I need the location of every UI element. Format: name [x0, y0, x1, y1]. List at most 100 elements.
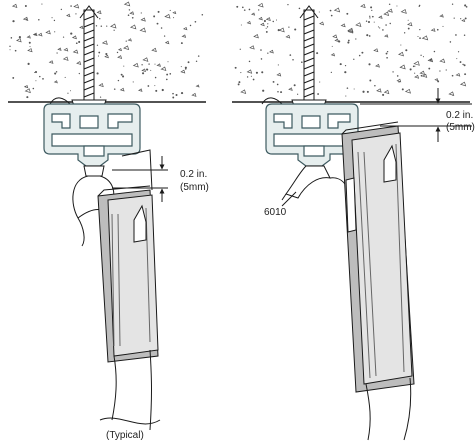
concrete-speck — [32, 87, 35, 90]
concrete-speck — [154, 85, 156, 87]
concrete-aggregate — [26, 35, 31, 39]
concrete-speck — [449, 41, 452, 43]
concrete-speck — [396, 75, 399, 77]
concrete-aggregate — [123, 1, 131, 7]
concrete-speck — [460, 18, 462, 20]
concrete-speck — [154, 76, 157, 79]
concrete-speck — [362, 90, 365, 93]
concrete-aggregate — [129, 11, 135, 15]
concrete-aggregate — [45, 30, 51, 35]
concrete-speck — [122, 75, 125, 78]
concrete-speck — [169, 73, 172, 75]
concrete-speck — [442, 25, 444, 27]
concrete-speck — [96, 72, 99, 75]
concrete-aggregate — [378, 15, 383, 19]
concrete-aggregate — [360, 3, 366, 9]
right-vane-panel — [341, 121, 415, 441]
concrete-speck — [294, 28, 297, 31]
concrete-speck — [277, 90, 279, 93]
concrete-speck — [116, 51, 119, 54]
concrete-speck — [292, 58, 294, 61]
concrete-speck — [9, 45, 11, 48]
concrete-speck — [272, 20, 274, 23]
concrete-speck — [246, 76, 249, 78]
concrete-aggregate — [347, 27, 354, 33]
concrete-speck — [289, 54, 292, 56]
concrete-aggregate — [376, 88, 382, 93]
concrete-speck — [366, 90, 369, 93]
concrete-aggregate — [181, 34, 187, 38]
concrete-aggregate — [246, 69, 253, 74]
concrete-speck — [439, 70, 441, 72]
concrete-speck — [105, 52, 108, 56]
concrete-aggregate — [459, 81, 467, 87]
concrete-speck — [153, 15, 156, 18]
concrete-speck — [371, 15, 374, 18]
concrete-speck — [288, 26, 290, 28]
concrete-aggregate — [383, 11, 390, 16]
concrete-aggregate — [76, 60, 82, 65]
concrete-speck — [62, 36, 65, 38]
concrete-speck — [180, 66, 182, 68]
concrete-aggregate — [172, 11, 177, 15]
concrete-speck — [258, 9, 260, 11]
concrete-aggregate — [288, 87, 293, 91]
concrete-speck — [451, 74, 454, 77]
concrete-speck — [113, 29, 115, 31]
concrete-speck — [272, 80, 275, 83]
concrete-speck — [420, 54, 422, 56]
concrete-speck — [386, 56, 388, 59]
concrete-speck — [369, 15, 371, 17]
right-bracket — [265, 103, 359, 167]
concrete-speck — [127, 14, 130, 16]
concrete-aggregate — [406, 22, 413, 27]
concrete-aggregate — [140, 17, 146, 22]
concrete-aggregate — [117, 48, 122, 52]
concrete-speck — [403, 32, 406, 34]
concrete-speck — [386, 51, 389, 53]
concrete-speck — [456, 58, 458, 60]
concrete-aggregate — [265, 17, 271, 22]
concrete-speck — [374, 84, 376, 87]
part-number-label: 6010 — [264, 207, 287, 218]
concrete-aggregate — [268, 49, 274, 54]
concrete-speck — [331, 45, 333, 47]
concrete-speck — [455, 34, 457, 36]
concrete-speck — [99, 18, 101, 20]
concrete-speck — [298, 7, 301, 10]
concrete-aggregate — [439, 58, 446, 64]
concrete-speck — [422, 56, 425, 58]
concrete-speck — [464, 17, 467, 20]
concrete-speck — [29, 46, 31, 48]
concrete-aggregate — [98, 83, 104, 88]
concrete-speck — [39, 75, 41, 78]
concrete-aggregate — [72, 49, 79, 54]
concrete-speck — [78, 40, 81, 43]
concrete-aggregate — [373, 48, 379, 53]
concrete-speck — [56, 52, 58, 54]
concrete-aggregate — [461, 18, 466, 23]
right-dimension-inches: 0.2 in. — [446, 110, 473, 121]
concrete-speck — [100, 25, 103, 27]
concrete-speck — [355, 38, 357, 40]
concrete-speck — [184, 66, 187, 69]
left-dimension-inches: 0.2 in. — [180, 169, 207, 180]
concrete-speck — [301, 61, 303, 64]
concrete-speck — [42, 77, 44, 80]
concrete-speck — [69, 90, 71, 92]
concrete-aggregate — [384, 34, 389, 38]
concrete-aggregate — [62, 56, 69, 61]
concrete-speck — [24, 4, 27, 7]
concrete-aggregate — [253, 34, 259, 39]
concrete-speck — [370, 6, 373, 9]
concrete-speck — [420, 74, 423, 77]
concrete-speck — [318, 11, 320, 13]
right-ceiling — [232, 2, 470, 103]
concrete-speck — [371, 9, 373, 12]
concrete-aggregate — [48, 60, 54, 64]
concrete-speck — [353, 88, 355, 90]
concrete-aggregate — [347, 29, 354, 34]
concrete-aggregate — [396, 78, 402, 83]
concrete-aggregate — [455, 72, 461, 77]
concrete-speck — [78, 72, 80, 75]
